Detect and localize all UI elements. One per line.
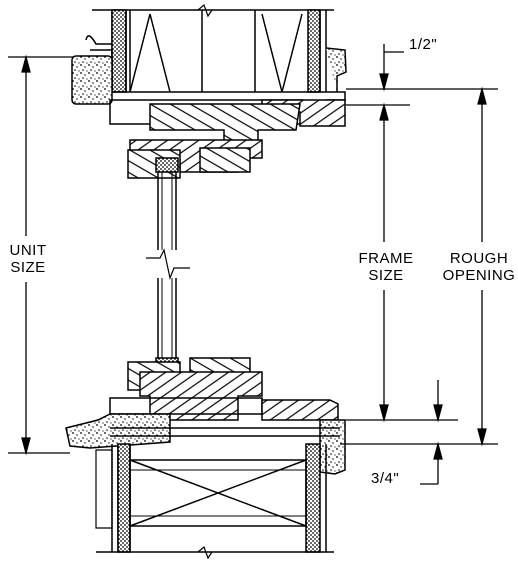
sill-section	[65, 357, 346, 475]
frame-size-label-line1: FRAME	[358, 250, 414, 267]
glass-unit	[146, 157, 190, 373]
frame-size-label-line2: SIZE	[368, 267, 404, 284]
bottom-sill-framing	[95, 443, 334, 560]
top-header-framing	[71, 3, 347, 105]
half-inch-callout	[379, 44, 404, 118]
three-quarter-inch-label: 3/4"	[371, 470, 400, 487]
half-inch-label: 1/2"	[409, 36, 438, 53]
rough-opening-label-line1: ROUGH	[449, 250, 509, 267]
unit-size-label-line1: UNIT	[9, 242, 47, 259]
frame-size-label: FRAME SIZE	[351, 250, 421, 284]
unit-size-dimension	[8, 54, 74, 456]
frame-size-dimension	[346, 102, 458, 423]
unit-size-label-line2: SIZE	[10, 259, 46, 276]
rough-opening-label-line2: OPENING	[442, 267, 516, 284]
rough-opening-dimension	[340, 86, 498, 447]
three-quarter-inch-callout	[420, 380, 443, 485]
unit-size-label: UNIT SIZE	[4, 242, 52, 276]
rough-opening-label: ROUGH OPENING	[440, 250, 518, 284]
head-jamb	[109, 99, 346, 179]
